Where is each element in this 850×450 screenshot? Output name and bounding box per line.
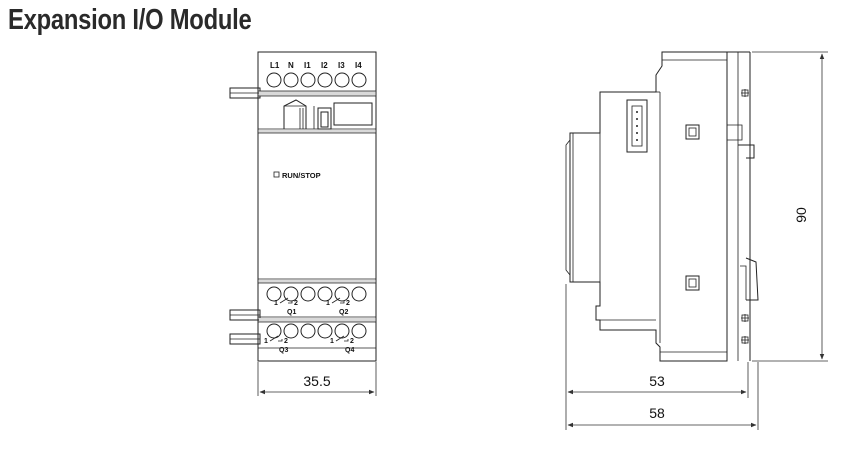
q4-pin-1: 1	[330, 338, 334, 345]
module-housing	[257, 51, 377, 362]
relay-q1: 1 2 Q1	[274, 300, 298, 316]
relay-q4: 1 2 Q4	[330, 338, 354, 354]
front-view: L1 N I1 I2 I3 I4 RUN/	[229, 51, 377, 396]
q3-pin-1: 1	[264, 338, 268, 345]
terminal-label-i2: I2	[321, 61, 328, 70]
width-dimension-value: 35.5	[303, 373, 330, 389]
terminal-label-l1: L1	[270, 61, 280, 70]
depth-dimension-58: 58	[567, 362, 759, 430]
din-rail-section	[727, 51, 759, 361]
terminal-label-i1: I1	[304, 61, 311, 70]
depth-58-value: 58	[649, 405, 665, 421]
output-terminals-row-2	[266, 323, 367, 342]
q1-label: Q1	[287, 309, 296, 316]
q1-pin-2: 2	[294, 300, 298, 307]
height-dimension-value: 90	[793, 207, 809, 223]
run-stop-label: RUN/STOP	[282, 171, 321, 180]
terminal-label-n: N	[288, 61, 294, 70]
run-stop-led	[273, 171, 280, 178]
q4-pin-2: 2	[350, 338, 354, 345]
terminal-label-i3: I3	[338, 61, 345, 70]
height-dimension: 90	[752, 51, 828, 362]
relay-q3: 1 2 Q3	[264, 338, 288, 354]
top-terminal-screws	[266, 72, 367, 88]
top-terminal-labels: L1 N I1 I2 I3 I4	[270, 61, 362, 70]
relay-q2: 1 2 Q2	[326, 300, 350, 316]
side-profile-outline	[569, 51, 728, 362]
q1-pin-1: 1	[274, 300, 278, 307]
expansion-connector	[283, 99, 373, 130]
q2-label: Q2	[339, 309, 348, 316]
terminal-label-i4: I4	[355, 61, 362, 70]
q2-pin-2: 2	[346, 300, 350, 307]
q3-pin-2: 2	[284, 338, 288, 345]
depth-53-value: 53	[649, 373, 665, 389]
output-terminals-row-1	[266, 286, 367, 304]
din-rail-clips	[229, 87, 261, 345]
side-connector	[626, 99, 648, 153]
q2-pin-1: 1	[326, 300, 330, 307]
page-title: Expansion I/O Module	[8, 4, 252, 36]
q3-label: Q3	[279, 347, 288, 354]
side-view: 90 53 58	[565, 51, 828, 430]
width-dimension: 35.5	[257, 362, 377, 396]
depth-dimension-53: 53	[565, 284, 749, 430]
q4-label: Q4	[345, 347, 354, 354]
